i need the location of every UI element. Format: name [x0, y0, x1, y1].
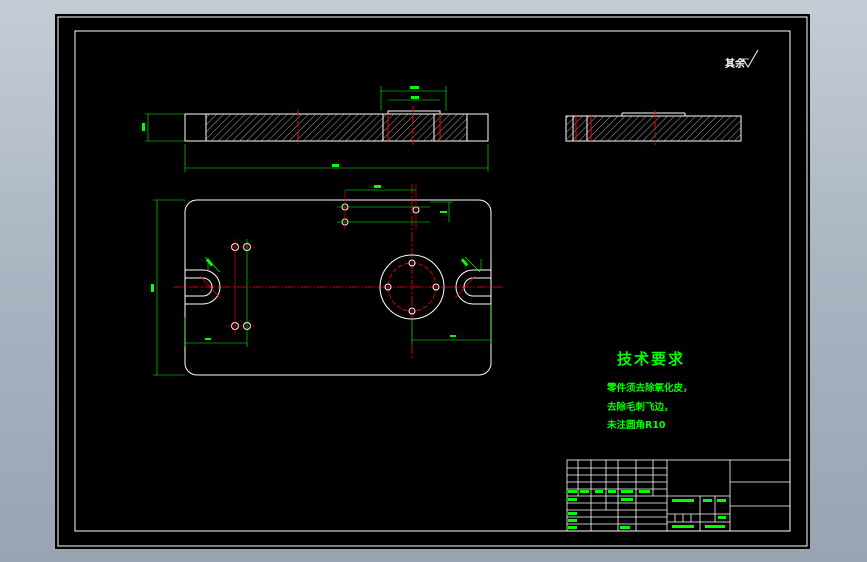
side-section-view — [565, 110, 742, 145]
tech-requirement-item: 零件须去除氧化皮， — [607, 383, 693, 394]
title-block-labels — [568, 490, 726, 529]
roughness-symbol — [741, 49, 759, 68]
tech-requirements-title: 技术要求 — [617, 350, 686, 368]
outer-frame — [57, 16, 808, 547]
tech-requirement-item: 去除毛刺飞边， — [607, 402, 674, 413]
front-section-view — [142, 86, 489, 172]
roughness-note: 其余 — [725, 59, 745, 70]
title-block — [566, 459, 791, 532]
drawing-sheet: 其余 技术要求 零件须去除氧化皮， 去除毛刺飞边， 未注圆角R10 — [55, 14, 810, 549]
tech-requirement-item: 未注圆角R10 — [607, 420, 666, 431]
inner-frame — [74, 30, 791, 532]
top-plan-view — [151, 184, 505, 376]
cad-drawing — [57, 16, 808, 547]
